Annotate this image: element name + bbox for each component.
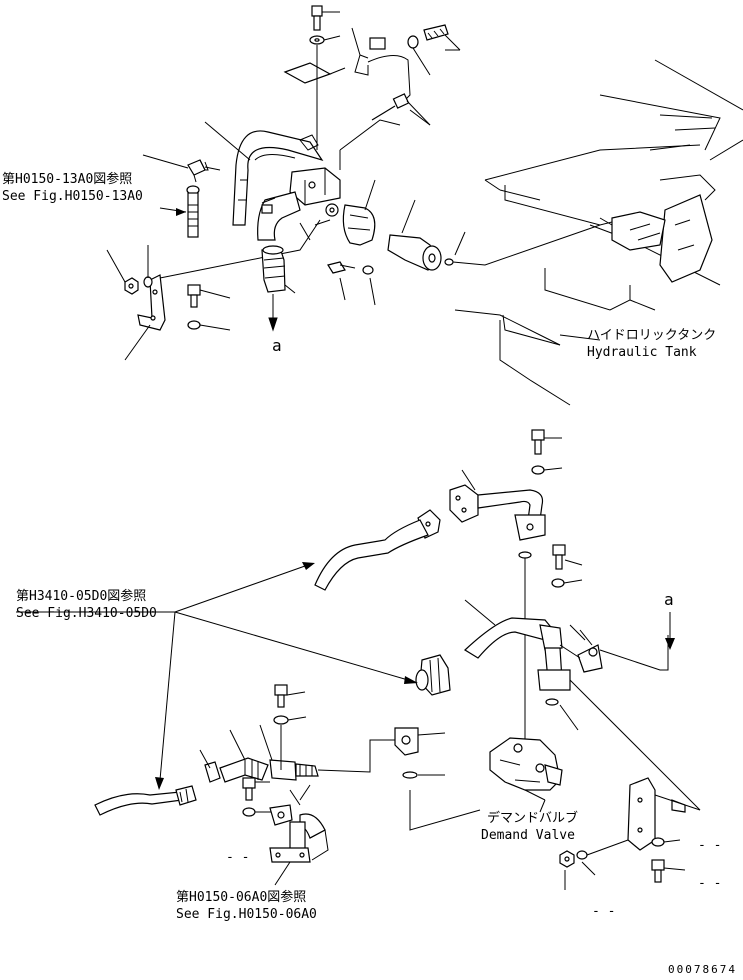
ref-label-h0150-06a0-en: See Fig.H0150-06A0 — [176, 907, 317, 922]
ref-label-h0150-13a0-en: See Fig.H0150-13A0 — [2, 189, 143, 204]
bottom-bolt-right — [651, 837, 686, 883]
lower-bolt-stack — [242, 684, 307, 817]
ref-label-h3410-05d0-jp: 第H3410-05D0図参照 — [16, 589, 147, 604]
leader-lines-reference — [16, 562, 418, 790]
nut-washer-left — [124, 276, 153, 295]
bottom-flange-pipe — [269, 813, 329, 886]
demand-valve-label-en: Demand Valve — [481, 828, 575, 843]
bracket — [137, 219, 321, 331]
suction-pipe — [232, 130, 324, 226]
hose-fitting-left — [187, 159, 221, 183]
upper-pipe-flange — [449, 469, 546, 541]
o-ring-right — [545, 679, 701, 811]
pipe-elbow-down — [257, 191, 301, 241]
lower-bracket-clamp — [269, 784, 311, 826]
hose-lower-left — [94, 785, 197, 816]
tank-port-assembly — [599, 174, 716, 283]
hose-clamp-set — [325, 179, 376, 246]
demand-valve-label-jp: デマンドバルブ — [487, 811, 579, 826]
bracket-bolt — [187, 284, 231, 331]
hydraulic-tank-label-jp: ハイドロリックタンク — [587, 328, 717, 343]
long-pipe-left — [314, 509, 441, 591]
top-bolt-right — [407, 24, 461, 76]
bracket-right — [627, 777, 701, 851]
hydraulic-tube — [387, 199, 601, 271]
ref-label-h0150-13a0-jp: 第H0150-13A0図参照 — [2, 172, 133, 187]
temp-sensor — [371, 93, 431, 126]
leader-lines-top — [106, 49, 460, 361]
elbow-fitting — [394, 727, 481, 831]
hose-center — [199, 724, 395, 783]
small-fittings — [299, 219, 376, 306]
dash-mark-3: - - — [698, 876, 722, 891]
connector-a-right: a — [664, 590, 674, 609]
valve-leader — [539, 799, 546, 813]
tank-leaders — [559, 299, 656, 341]
bottom-bolt-top — [531, 429, 563, 475]
right-pipe-assembly — [464, 599, 669, 691]
connector-arrow-a — [665, 612, 675, 650]
top-washer — [309, 35, 341, 45]
ref-arrow-top — [176, 208, 186, 216]
pipe-block — [289, 119, 401, 206]
demand-valve — [489, 737, 563, 801]
hydraulic-tank-label-en: Hydraulic Tank — [587, 345, 697, 360]
dash-mark-2: - - — [698, 838, 722, 853]
rubber-hose — [261, 245, 296, 332]
middle-coupling — [415, 654, 451, 696]
ref-label-h0150-06a0-jp: 第H0150-06A0図参照 — [176, 890, 307, 905]
long-bolt — [186, 185, 200, 238]
ref-label-h3410-05d0-en: See Fig.H3410-05D0 — [16, 606, 157, 621]
connector-a-top: a — [272, 336, 282, 355]
top-bolt — [311, 5, 340, 31]
drawing-number: 00078674 — [668, 963, 737, 976]
dash-mark-1: - - — [226, 850, 250, 865]
nut-washer-bottom — [559, 839, 629, 890]
bolt-right — [551, 544, 583, 588]
gasket-plate — [283, 62, 346, 84]
harness-connector — [351, 27, 411, 101]
connector-block — [518, 551, 532, 740]
dash-mark-4: - - — [592, 904, 616, 919]
